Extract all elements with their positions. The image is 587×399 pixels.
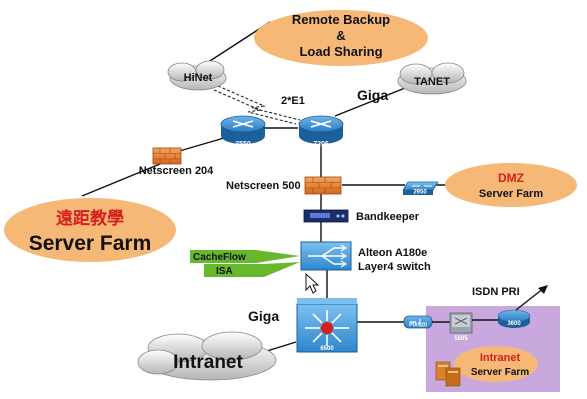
ellipse-distance-learning: 遠距教學 Server Farm — [4, 198, 176, 262]
remote-backup-line1: Remote Backup — [292, 12, 390, 27]
router-icon: 3550 — [220, 115, 266, 148]
cloud-intranet-label: Intranet — [173, 352, 243, 373]
cloud-hinet-label: HiNet — [184, 72, 213, 84]
label-alteon-line2: Layer4 switch — [358, 261, 431, 273]
access-switch-label: 5505 — [454, 336, 468, 342]
router-3600-label: 3600 — [507, 321, 521, 327]
core-switch-label: 6500 — [320, 346, 334, 352]
router-7206: 7206 — [298, 115, 344, 148]
switch-icon: 6500 — [296, 298, 358, 353]
distance-line1: 遠距教學 — [56, 208, 124, 228]
firewall-icon — [304, 176, 342, 195]
access-switch-5505: 5505 — [449, 312, 473, 342]
bandkeeper-device — [303, 209, 349, 223]
isa-box: ISA — [204, 262, 300, 277]
switch-icon: 2950 — [402, 181, 439, 196]
label-alteon-line1: Alteon A180e — [358, 247, 427, 259]
arrow-icon — [515, 285, 548, 311]
router-icon: 3600 — [497, 309, 531, 328]
router-3550: 3550 — [220, 115, 266, 148]
pix-520: PIX520 — [403, 315, 433, 329]
ellipse-remote-backup: Remote Backup & Load Sharing — [254, 10, 428, 66]
switch-icon: 5505 — [449, 312, 473, 342]
pix-label: PIX520 — [409, 323, 427, 329]
router-3550-label: 3550 — [235, 141, 251, 148]
router-3600: 3600 — [497, 309, 531, 328]
cloud-icon: TANET — [397, 62, 467, 95]
intranet-sf-line1: Intranet — [480, 352, 521, 364]
alteon-switch — [300, 241, 352, 271]
dmz-line2: Server Farm — [479, 188, 543, 200]
ellipse-intranet-server-farm: Intranet Server Farm — [454, 346, 538, 382]
cloud-tanet — [397, 62, 467, 95]
lightning-icon — [213, 85, 301, 125]
link-ns204-distance — [81, 163, 161, 197]
router-icon: 7206 — [298, 115, 344, 148]
label-isdn: ISDN PRI — [472, 286, 520, 298]
cloud-hinet — [167, 60, 227, 91]
remote-backup-line3: Load Sharing — [299, 44, 382, 59]
intranet-sf-line2: Server Farm — [471, 367, 529, 378]
firewall-netscreen204 — [152, 147, 182, 165]
link-3550-ns204 — [175, 137, 225, 153]
firewall-icon — [152, 147, 182, 165]
server-icon — [435, 361, 461, 387]
switch-2950: 2950 — [402, 181, 439, 196]
switch-2950-label: 2950 — [413, 190, 427, 196]
cloud-intranet — [137, 331, 277, 381]
label-netscreen204: Netscreen 204 — [139, 165, 214, 177]
cloud-icon: HiNet — [167, 60, 227, 91]
label-giga-top: Giga — [357, 87, 388, 103]
distance-line2: Server Farm — [29, 232, 152, 255]
mouse-cursor-icon — [305, 272, 320, 294]
cacheflow-box: CacheFlow — [190, 250, 300, 263]
remote-backup-line2: & — [336, 28, 345, 43]
label-giga-bottom: Giga — [248, 308, 279, 324]
dmz-line1: DMZ — [498, 171, 524, 185]
router-7206-label: 7206 — [313, 141, 329, 148]
label-2e1: 2*E1 — [281, 95, 305, 107]
core-switch-6500: 6500 — [296, 298, 358, 353]
cloud-tanet-label: TANET — [414, 76, 450, 88]
cacheflow-label: CacheFlow — [193, 252, 246, 263]
ellipse-dmz: DMZ Server Farm — [445, 163, 577, 207]
firewall-icon: PIX520 — [403, 315, 433, 329]
cloud-icon: Intranet — [137, 331, 277, 381]
firewall-netscreen500 — [304, 176, 342, 195]
label-bandkeeper: Bandkeeper — [356, 211, 420, 223]
switch-icon — [300, 241, 352, 271]
label-netscreen500: Netscreen 500 — [226, 180, 301, 192]
isa-label: ISA — [216, 266, 233, 277]
